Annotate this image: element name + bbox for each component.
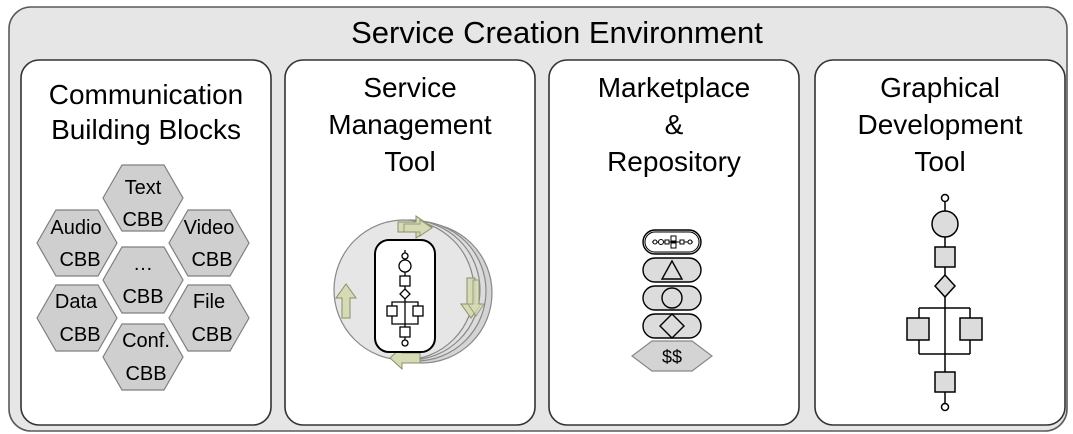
cbb-more-suffix: CBB xyxy=(122,286,163,308)
hex-video-cbb xyxy=(168,209,250,277)
panel-title-line-1: Communication xyxy=(49,79,244,110)
price-label: $$ xyxy=(662,347,682,367)
flow-left-branch-node xyxy=(906,317,930,341)
cbb-audio-suffix: CBB xyxy=(59,249,100,271)
cbb-file-suffix: CBB xyxy=(191,324,232,346)
price-hexagon xyxy=(631,340,713,372)
cbb-more-label: … xyxy=(133,253,153,275)
hexagon-cbb-cluster xyxy=(36,164,250,391)
panel-title-line-3: Tool xyxy=(914,146,965,177)
cbb-data-suffix: CBB xyxy=(59,324,100,346)
flow-start-node xyxy=(940,193,950,203)
cbb-text-label: Text xyxy=(125,177,162,199)
cbb-video-label: Video xyxy=(184,217,235,239)
flow-end-node xyxy=(940,402,950,412)
cbb-conf-label: Conf. xyxy=(122,330,170,352)
hex-text-cbb xyxy=(102,164,184,232)
flow-circle-node xyxy=(931,210,959,238)
panel-title-line-1: Graphical xyxy=(880,72,1000,103)
panel-title-line-3: Tool xyxy=(384,146,435,177)
cbb-conf-suffix: CBB xyxy=(125,363,166,385)
panel-title-line-3: Repository xyxy=(607,146,741,177)
panel-title-line-2: Building Blocks xyxy=(51,114,241,145)
cbb-data-label: Data xyxy=(55,291,98,313)
flow-graph-icon xyxy=(906,193,983,412)
hex-more-cbb xyxy=(102,246,184,314)
cbb-text-suffix: CBB xyxy=(122,209,163,231)
flow-right-branch-node xyxy=(959,317,983,341)
component-stack-icon xyxy=(631,229,713,372)
lifecycle-cycle-icon xyxy=(333,215,493,371)
flow-decision-node xyxy=(933,273,957,299)
panel-title-line-1: Marketplace xyxy=(598,72,751,103)
hex-file-cbb xyxy=(168,284,250,352)
cycle-arrow-left xyxy=(335,283,357,319)
cbb-audio-label: Audio xyxy=(50,217,101,239)
panel-graphical-development-tool: Graphical Development Tool xyxy=(814,59,1066,426)
hex-audio-cbb xyxy=(36,209,118,277)
panel-title-line-2: Development xyxy=(858,109,1023,140)
hex-conf-cbb xyxy=(102,323,184,391)
hex-data-cbb xyxy=(36,284,118,352)
panel-title-line-2: & xyxy=(665,109,684,140)
panel-marketplace-repository: Marketplace & Repository $$ xyxy=(548,59,800,426)
cbb-video-suffix: CBB xyxy=(191,249,232,271)
flow-end-box-node xyxy=(934,371,956,393)
panel-title-line-2: Management xyxy=(328,109,492,140)
panel-title-line-1: Service xyxy=(363,72,456,103)
cbb-file-label: File xyxy=(193,291,225,313)
panel-communication-building-blocks: Communication Building Blocks Text CBB A… xyxy=(20,59,272,426)
environment-frame xyxy=(8,6,1068,432)
diagram-title: Service Creation Environment xyxy=(351,15,763,50)
flow-box-node xyxy=(934,246,956,268)
panel-service-management-tool: Service Management Tool xyxy=(284,59,536,426)
